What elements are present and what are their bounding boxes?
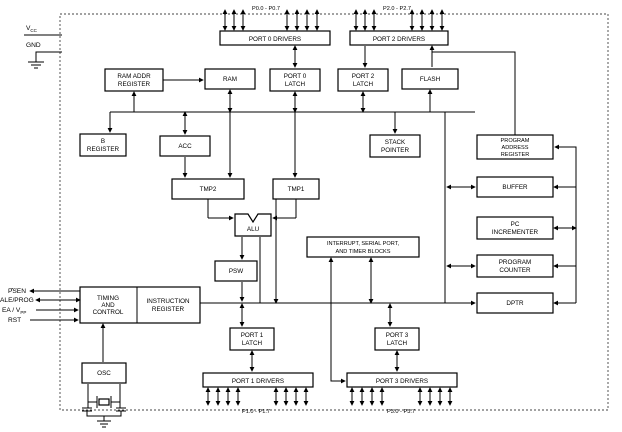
stack-pointer-label-2: POINTER bbox=[381, 147, 409, 154]
port0-latch-box bbox=[269, 68, 321, 92]
port1-latch-box bbox=[229, 327, 275, 351]
timing-label-3: CONTROL bbox=[93, 309, 124, 316]
psw-label: PSW bbox=[229, 268, 243, 275]
buffer-label: BUFFER bbox=[502, 184, 528, 191]
ram-addr-label-1: RAM ADDR bbox=[117, 73, 151, 80]
osc-label: OSC bbox=[97, 370, 111, 377]
flash-label: FLASH bbox=[420, 76, 441, 83]
timing-label-1: TIMING bbox=[97, 295, 119, 302]
acc-box bbox=[159, 135, 211, 157]
interrupt-blocks-box bbox=[306, 236, 420, 258]
acc-label: ACC bbox=[178, 143, 192, 150]
svg-text:VCC: VCC bbox=[26, 25, 38, 33]
port3-latch-label-2: LATCH bbox=[387, 340, 408, 347]
timing-label-2: AND bbox=[101, 302, 115, 309]
rst-label: RST bbox=[8, 317, 21, 324]
ir-label-1: INSTRUCTION bbox=[146, 298, 189, 305]
port0-latch-label-1: PORT 0 bbox=[284, 73, 307, 80]
tmp2-label: TMP2 bbox=[200, 186, 217, 193]
port0-latch-label-2: LATCH bbox=[285, 81, 306, 88]
pc-incr-label-2: INCREMENTER bbox=[492, 229, 539, 236]
dptr-box bbox=[476, 292, 554, 314]
crystal-icon bbox=[82, 384, 126, 428]
port3-latch-box bbox=[374, 327, 420, 351]
ram-label: RAM bbox=[223, 76, 237, 83]
psw-box bbox=[214, 260, 258, 282]
port2-pins bbox=[353, 9, 445, 31]
tmp1-label: TMP1 bbox=[288, 186, 305, 193]
interrupt-label-1: INTERRUPT, SERIAL PORT, bbox=[327, 241, 400, 247]
chip-boundary bbox=[59, 13, 609, 411]
pins-p1-label: P1.0 - P1.7 bbox=[242, 409, 270, 415]
b-register-label-2: REGISTER bbox=[87, 146, 120, 153]
pc-incr-label-1: PC bbox=[511, 221, 520, 228]
port1-latch-label-2: LATCH bbox=[242, 340, 263, 347]
pins-p3-label: P3.0 - P3.7 bbox=[387, 409, 415, 415]
gnd-label: GND bbox=[26, 42, 41, 49]
par-label-1: PROGRAM bbox=[501, 138, 530, 144]
port0-drivers-label: PORT 0 DRIVERS bbox=[249, 36, 301, 43]
stack-pointer-box bbox=[369, 134, 421, 158]
port3-latch-label-1: PORT 3 bbox=[386, 332, 409, 339]
ram-box bbox=[204, 68, 256, 90]
pc-incrementer-box bbox=[476, 216, 554, 240]
timing-instruction-box bbox=[79, 286, 201, 324]
ground-icon bbox=[28, 61, 44, 69]
port2-drivers-label: PORT 2 DRIVERS bbox=[373, 36, 425, 43]
port1-drivers-label: PORT 1 DRIVERS bbox=[232, 378, 284, 385]
port1-drivers-box bbox=[202, 372, 314, 388]
par-label-2: ADDRESS bbox=[501, 145, 528, 151]
program-counter-box bbox=[476, 254, 554, 278]
b-register-label-1: B bbox=[101, 138, 105, 145]
program-address-register-box bbox=[476, 134, 554, 160]
ale-prog-label: ALE/PROG bbox=[0, 297, 34, 304]
port3-drivers-box bbox=[346, 372, 458, 388]
osc-box bbox=[81, 362, 127, 384]
port3-pins bbox=[349, 387, 453, 406]
pins-p0-label: P0.0 - P0.7 bbox=[252, 6, 280, 12]
port1-pins bbox=[205, 387, 309, 406]
port3-drivers-label: PORT 3 DRIVERS bbox=[376, 378, 428, 385]
stack-pointer-label-1: STACK bbox=[385, 139, 406, 146]
ea-vpp-label: EA / VPP bbox=[2, 307, 26, 315]
port1-latch-label-1: PORT 1 bbox=[241, 332, 264, 339]
interrupt-label-2: AND TIMER BLOCKS bbox=[336, 249, 391, 255]
buffer-box bbox=[476, 176, 554, 198]
control-signals: PSEN ALE/PROG EA / VPP RST bbox=[0, 288, 81, 324]
alu-shape bbox=[234, 213, 272, 237]
port2-drivers-box bbox=[349, 30, 449, 46]
port2-latch-box bbox=[337, 68, 389, 92]
port2-latch-label-1: PORT 2 bbox=[352, 73, 375, 80]
pins-p2-label: P2.0 - P2.7 bbox=[383, 6, 411, 12]
port0-pins bbox=[222, 9, 320, 31]
pc-label-1: PROGRAM bbox=[499, 259, 532, 266]
psen-label: PSEN bbox=[8, 288, 26, 295]
vcc-label: VCC bbox=[26, 25, 38, 33]
port2-latch-label-2: LATCH bbox=[353, 81, 374, 88]
flash-box bbox=[401, 68, 459, 90]
b-register-box bbox=[79, 133, 127, 157]
dptr-label: DPTR bbox=[506, 300, 524, 307]
par-label-3: REGISTER bbox=[501, 152, 530, 158]
pc-label-2: COUNTER bbox=[499, 267, 531, 274]
port0-drivers-box bbox=[219, 30, 331, 46]
alu-label: ALU bbox=[247, 226, 260, 233]
ram-addr-label-2: REGISTER bbox=[118, 81, 151, 88]
ir-label-2: REGISTER bbox=[152, 306, 185, 313]
